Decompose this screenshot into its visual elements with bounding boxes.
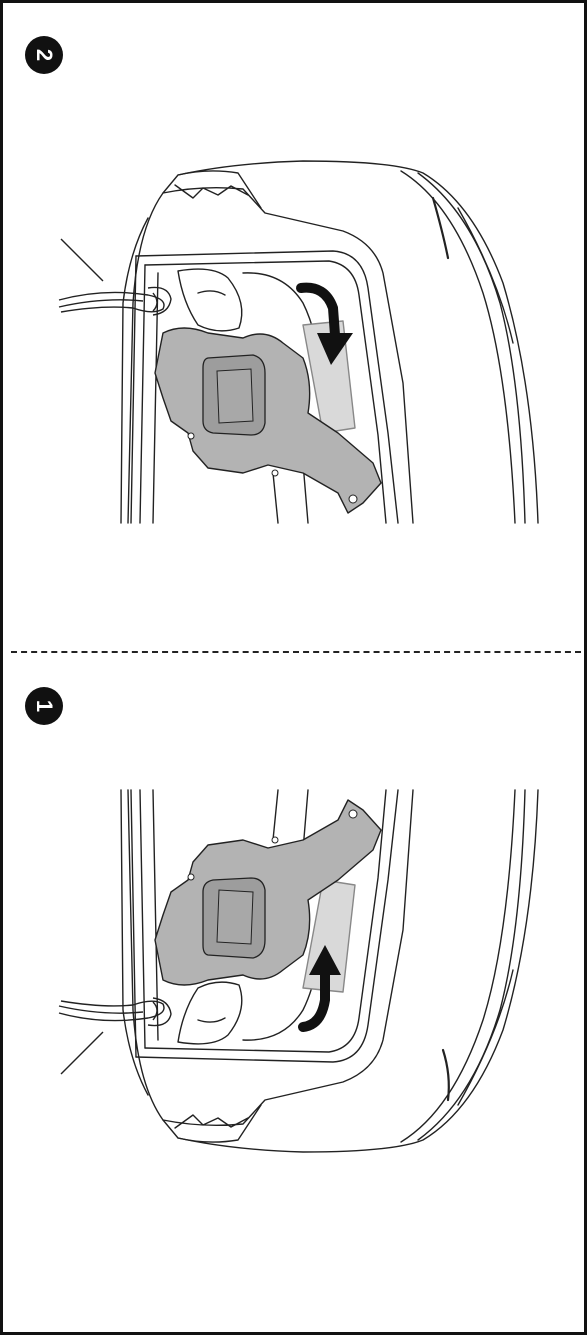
tether-strap (59, 239, 171, 315)
step-2-illustration (3, 3, 584, 651)
tether-strap (59, 998, 171, 1074)
step-1-panel: 1 (3, 655, 584, 1335)
step-divider (11, 651, 581, 653)
step-1-illustration (3, 655, 584, 1335)
step-2-panel: 2 (3, 3, 584, 651)
